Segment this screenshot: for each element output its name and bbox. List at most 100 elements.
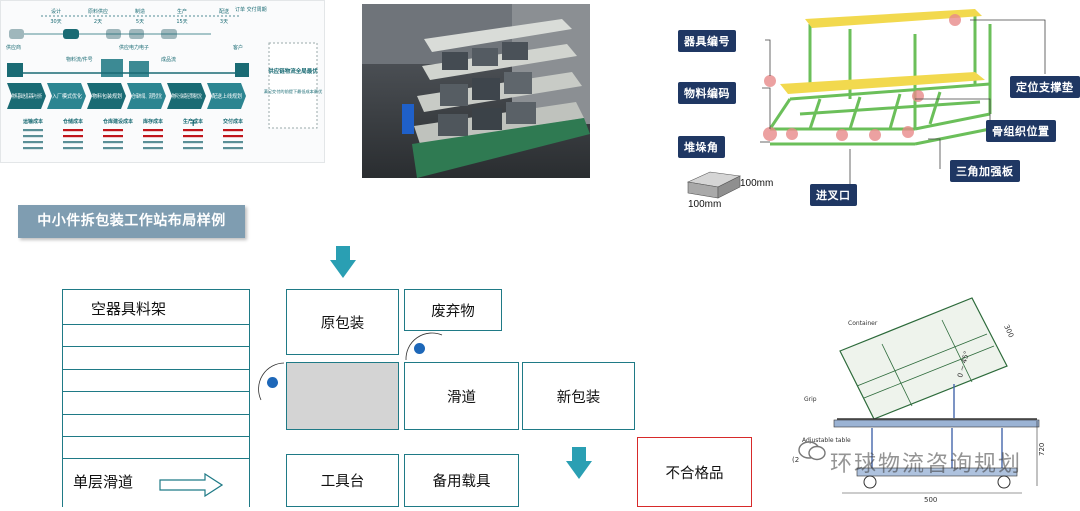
process-chevron-6	[207, 83, 246, 109]
process-label-4: 仓储布局、流程优化	[132, 92, 162, 100]
process-label-3: 物料包装规划	[92, 92, 122, 100]
dim-label-2: 100mm	[688, 199, 722, 210]
watermark-text: 环球物流咨询规划	[830, 452, 1023, 477]
cost-detail-line	[63, 129, 83, 132]
process-chevron-3	[87, 83, 126, 109]
single-slide-label: 单层滑道	[73, 473, 134, 491]
tag-positioning-pad: 定位支撑垫	[1010, 76, 1080, 98]
cost-detail-line	[223, 141, 243, 144]
cost-detail-line	[63, 141, 83, 144]
cost-detail-line	[63, 135, 83, 138]
warehouse-rack-photo	[362, 4, 590, 178]
waste-box: 废弃物	[404, 289, 502, 331]
cost-detail-line	[23, 147, 43, 150]
process-label-2: 入厂模式优化	[52, 92, 82, 100]
left-mark-label: (2	[792, 456, 799, 464]
cost-detail-line	[183, 141, 203, 144]
cost-detail-line	[103, 147, 123, 150]
process-chevron-5	[167, 83, 206, 109]
process-chevron-2	[47, 83, 86, 109]
dim-height-label: 720	[1038, 443, 1046, 456]
original-package-box: 原包装	[286, 289, 399, 355]
stage-label-1: 设计	[51, 8, 61, 15]
lead-time-2: 2天	[94, 19, 102, 25]
stage-label-5: 配送	[219, 8, 229, 15]
workstation-area	[286, 362, 399, 430]
tilt-table-drawing: Container Grip Adjustable table 300 0 ~ …	[782, 296, 1080, 507]
stage-label-2: 原料供应	[88, 8, 108, 15]
process-chevron-4	[127, 83, 166, 109]
table-label: Adjustable table	[802, 437, 851, 444]
cost-label-5: 生产成本	[183, 118, 204, 125]
cost-detail-line	[143, 135, 163, 138]
pallet-rack-diagram: 器具编号 物料编码 堆垛角 定位支撑垫 骨组织位置 三角加强板 进叉口 100m…	[670, 4, 1080, 212]
rejects-box: 不合格品	[637, 437, 752, 507]
empty-fixture-rack: 空器具料架 单层滑道	[62, 289, 250, 507]
chat-bubble-icon	[798, 441, 826, 461]
stage-label-3: 制造	[135, 8, 145, 15]
empty-rack-label: 空器具料架	[91, 300, 167, 318]
cost-label-1: 运输成本	[23, 118, 44, 125]
workbench-box: 工具台	[286, 454, 399, 507]
arrow-down-icon-2	[566, 447, 592, 479]
cost-detail-line	[223, 147, 243, 150]
customer-label: 客户	[233, 44, 243, 51]
tag-fork-opening: 进叉口	[810, 184, 857, 206]
cost-label-4: 库存成本	[143, 118, 164, 125]
lead-time-5: 3天	[220, 19, 228, 25]
flow-label-2: 成品流	[161, 56, 176, 63]
cost-label-6: 交付成本	[223, 118, 244, 125]
sidebox-title: 供应链物流全局最优	[267, 67, 318, 75]
dim-top-label: 300	[1002, 323, 1015, 339]
flow-label-1: 物料流/件号	[66, 56, 93, 63]
cost-detail-line	[103, 135, 123, 138]
process-label-5: 物料分装路径策略优化	[172, 92, 202, 100]
cost-detail-line	[63, 147, 83, 150]
plus-sign: +	[189, 118, 197, 129]
chute-box: 滑道	[404, 362, 519, 430]
cost-detail-line	[143, 147, 163, 150]
cost-detail-line	[103, 129, 123, 132]
arrow-right-icon	[159, 473, 223, 497]
dim-width-label: 500	[924, 496, 937, 504]
order-cycle-label: 订单 交付周期	[235, 6, 267, 13]
lead-time-4: 15天	[176, 19, 187, 25]
process-label-1: 物料基础信息采集与分析	[12, 92, 42, 100]
cost-detail-line	[223, 135, 243, 138]
process-chevron-1	[7, 83, 46, 109]
cost-detail-line	[223, 129, 243, 132]
cost-detail-line	[23, 129, 43, 132]
cost-detail-line	[103, 141, 123, 144]
section-title: 中小件拆包装工作站布局样例	[18, 205, 245, 238]
cost-detail-line	[23, 135, 43, 138]
cost-label-3: 仓库建设成本	[102, 118, 134, 125]
operator-arc-2	[405, 332, 443, 361]
cost-detail-line	[23, 141, 43, 144]
cost-detail-line	[183, 147, 203, 150]
cost-detail-line	[143, 129, 163, 132]
cost-detail-line	[183, 129, 203, 132]
new-package-box: 新包装	[522, 362, 635, 430]
container-label: Container	[848, 320, 878, 327]
tag-frame-position: 骨组织位置	[986, 120, 1056, 142]
cost-detail-line	[183, 135, 203, 138]
process-label-6: 配送上线规划	[212, 92, 242, 100]
tag-stacking-corner: 堆垛角	[678, 136, 725, 158]
supplier-label: 供应商	[6, 44, 21, 51]
tag-material-code: 物料编码	[678, 82, 736, 104]
lead-time-1: 30天	[50, 19, 61, 25]
spare-carrier-box: 备用载具	[404, 454, 519, 507]
dim-label-1: 100mm	[740, 178, 774, 189]
stage-label-4: 生产	[177, 8, 187, 15]
operator-position-dot	[267, 377, 278, 388]
arrow-down-icon	[330, 246, 356, 278]
cost-detail-line	[143, 141, 163, 144]
grip-label: Grip	[804, 396, 817, 403]
tag-gusset-plate: 三角加强板	[950, 160, 1020, 182]
tag-fixture-number: 器具编号	[678, 30, 736, 52]
sidebox-sub: 满足交付的前提下最低成本最优	[264, 88, 323, 95]
lead-time-3: 5天	[136, 19, 144, 25]
electronics-label: 供应电力电子	[119, 44, 149, 51]
operator-arc	[258, 362, 285, 401]
cost-label-2: 仓储成本	[62, 118, 84, 125]
